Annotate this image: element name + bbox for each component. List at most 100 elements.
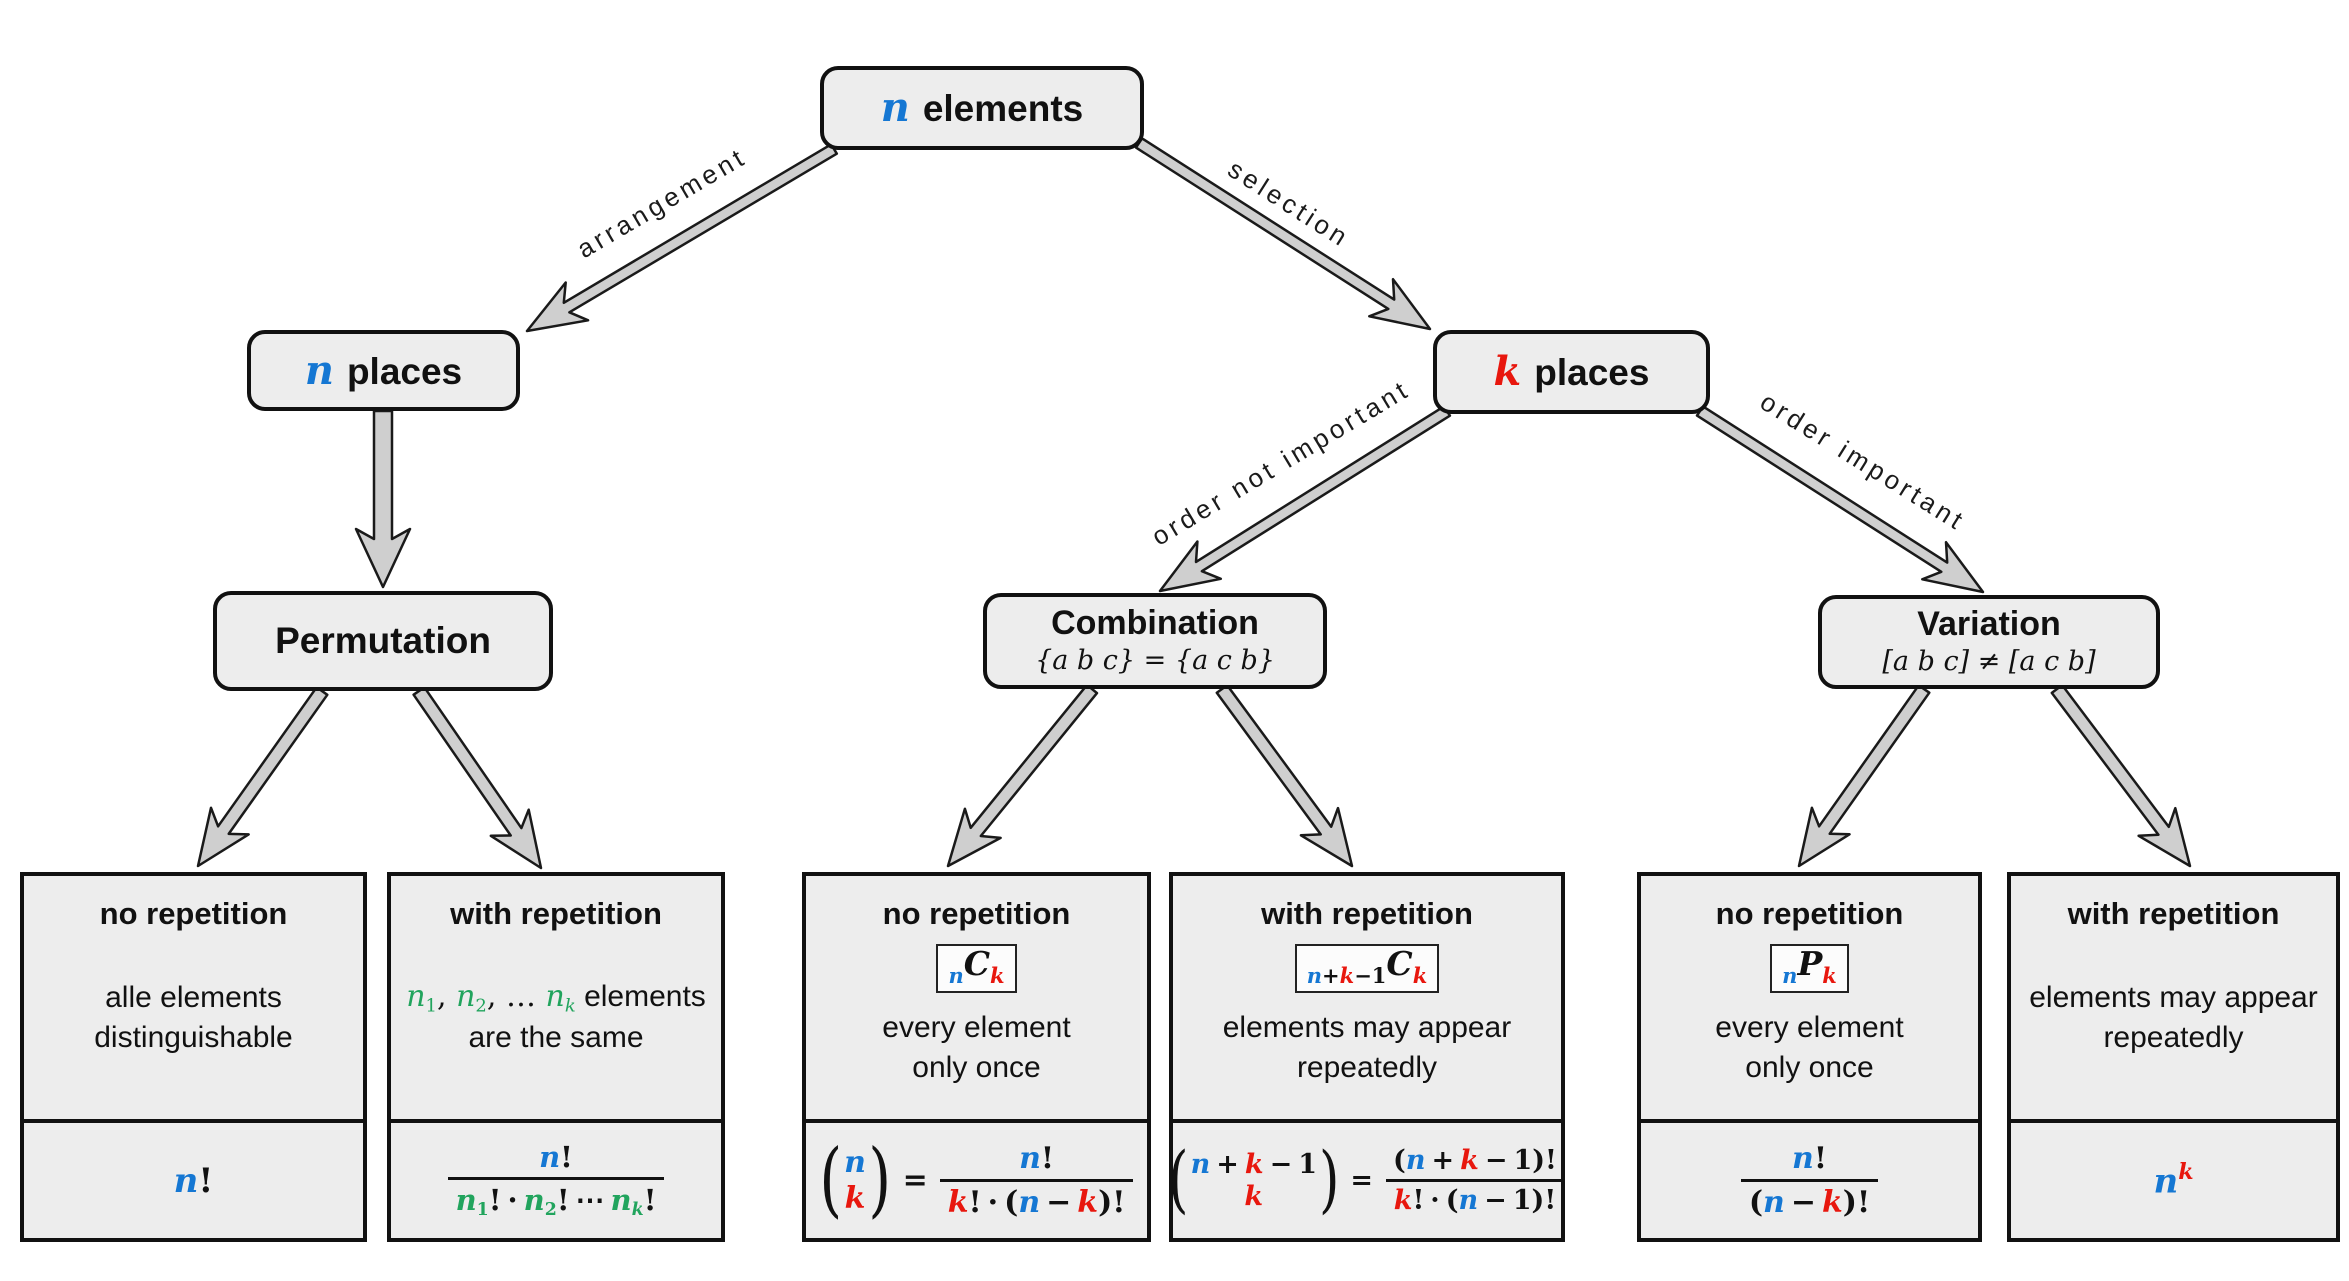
math-k: k	[2178, 1159, 2194, 1186]
leaf-heading: with repetition	[1261, 896, 1473, 931]
leaf-combination-with-repetition: with repetition n+k−1Ck elements may app…	[1168, 872, 1565, 1242]
leaf-text: elements may appear repeatedly	[2029, 978, 2318, 1058]
math-bang: !	[1544, 1185, 1557, 1216]
node-n-elements-title: n elements	[881, 87, 1084, 129]
math-n: n	[1405, 1145, 1426, 1176]
leaf-formula: n! (n−k)!	[1641, 1119, 1978, 1238]
math-n: n	[1306, 963, 1323, 988]
math-n: n	[844, 1145, 866, 1181]
math-lparen: (	[1748, 1185, 1764, 1220]
notation-nCk-badge: nCk	[936, 944, 1017, 994]
math-n: n	[406, 978, 426, 1014]
math-rparen: )	[1531, 1185, 1545, 1216]
math-sub-k: k	[631, 1200, 644, 1221]
math-k: k	[1821, 1185, 1843, 1220]
leaf-description: no repetition alle elements distinguisha…	[24, 876, 363, 1119]
var-n: n	[304, 346, 334, 394]
math-minus: −	[1484, 1145, 1508, 1176]
math-one: 1	[1371, 963, 1387, 988]
math-cdot: ·	[987, 1185, 999, 1220]
formula-variation-no-repetition: n! (n−k)!	[1740, 1141, 1879, 1220]
math-cdot: ·	[1430, 1185, 1440, 1216]
leaf-text: every element only once	[882, 1008, 1070, 1088]
math-n: n	[1763, 1185, 1785, 1220]
node-combination-example: {a b c} = {a c b}	[1035, 644, 1275, 676]
math-n: n	[456, 978, 476, 1014]
leaf-formula: n! n1!·n2!⋯nk!	[391, 1119, 721, 1238]
math-n: n	[1018, 1185, 1041, 1220]
math-bang: !	[968, 1185, 982, 1220]
leaf-description: no repetition nCk every element only onc…	[806, 876, 1147, 1119]
math-lparen: (	[1445, 1185, 1459, 1216]
math-bang: !	[1412, 1185, 1425, 1216]
math-eq: =	[1350, 1165, 1374, 1196]
math-bang: !	[1112, 1185, 1126, 1220]
math-n: n	[948, 963, 964, 988]
formula-n-factorial: n!	[174, 1161, 214, 1201]
math-sub2: 2	[544, 1200, 557, 1221]
node-label: places	[346, 350, 463, 392]
math-comma: ,	[486, 978, 497, 1014]
math-minus: −	[1484, 1185, 1507, 1216]
arrow-var-with-rep	[2050, 683, 2192, 868]
math-C: C	[1386, 944, 1413, 983]
arrow-selection	[1134, 137, 1432, 331]
math-n: n	[523, 1183, 545, 1218]
math-bang: !	[560, 1140, 573, 1175]
math-bang: !	[1040, 1141, 1055, 1176]
math-n: n	[1458, 1185, 1479, 1216]
math-one: 1	[1512, 1185, 1532, 1216]
leaf-variation-with-repetition: with repetition elements may appear repe…	[2007, 872, 2340, 1242]
leaf-heading: with repetition	[450, 896, 662, 931]
node-n-elements: n elements	[820, 66, 1144, 150]
math-sub1: 1	[425, 995, 437, 1017]
leaf-heading: no repetition	[1715, 896, 1904, 931]
leaf-text-line: alle elements	[105, 980, 282, 1014]
node-combination-title: Combination	[1051, 604, 1259, 643]
math-k: k	[1393, 1185, 1413, 1216]
leaf-formula: nk	[2011, 1119, 2336, 1238]
arrow-var-no-rep	[1797, 684, 1931, 868]
math-bang: !	[1545, 1145, 1557, 1176]
math-lparen: (	[1168, 1137, 1189, 1223]
math-k: k	[1339, 963, 1355, 988]
math-k: k	[1822, 963, 1837, 988]
math-n: n	[2153, 1161, 2179, 1202]
node-variation-title: Variation	[1917, 605, 2061, 644]
arrow-arrangement	[525, 143, 839, 333]
leaf-formula: n!	[24, 1119, 363, 1238]
math-plus: +	[1431, 1145, 1455, 1176]
leaf-text-line: elements may appear	[2029, 980, 2318, 1014]
math-sub2: 2	[475, 995, 487, 1017]
leaf-combination-no-repetition: no repetition nCk every element only onc…	[802, 872, 1151, 1242]
node-permutation: Permutation	[213, 591, 553, 691]
math-sub1: 1	[476, 1200, 489, 1221]
math-n: n	[539, 1140, 561, 1175]
var-n: n	[880, 84, 910, 131]
math-plus: +	[1322, 963, 1340, 988]
math-lparen: (	[1004, 1185, 1019, 1220]
math-n: n	[610, 1183, 632, 1218]
leaf-text-line: repeatedly	[1296, 1051, 1438, 1085]
leaf-text-line: only once	[912, 1051, 1041, 1085]
leaf-heading: with repetition	[2067, 896, 2280, 931]
arrow-comb-with-rep	[1215, 683, 1354, 868]
leaf-description: with repetition elements may appear repe…	[2011, 876, 2336, 1119]
math-rparen: )	[1532, 1145, 1546, 1176]
node-k-places-title: k places	[1494, 351, 1650, 393]
math-eq: =	[902, 1163, 928, 1198]
leaf-description: no repetition nPk every element only onc…	[1641, 876, 1978, 1119]
math-rparen: )	[1842, 1185, 1857, 1220]
leaf-text-line: every element	[882, 1011, 1071, 1045]
math-bang: !	[198, 1160, 214, 1201]
notation-n-plus-k-minus-1-C-k-badge: n+k−1Ck	[1294, 944, 1440, 994]
math-P: P	[1797, 944, 1823, 983]
math-bang: !	[1856, 1185, 1871, 1220]
arrow-perm-no-rep	[196, 685, 329, 868]
leaf-text: n1, n2, … nk elements are the same	[406, 977, 706, 1058]
math-n: n	[455, 1183, 477, 1218]
math-bang: !	[1813, 1141, 1827, 1176]
